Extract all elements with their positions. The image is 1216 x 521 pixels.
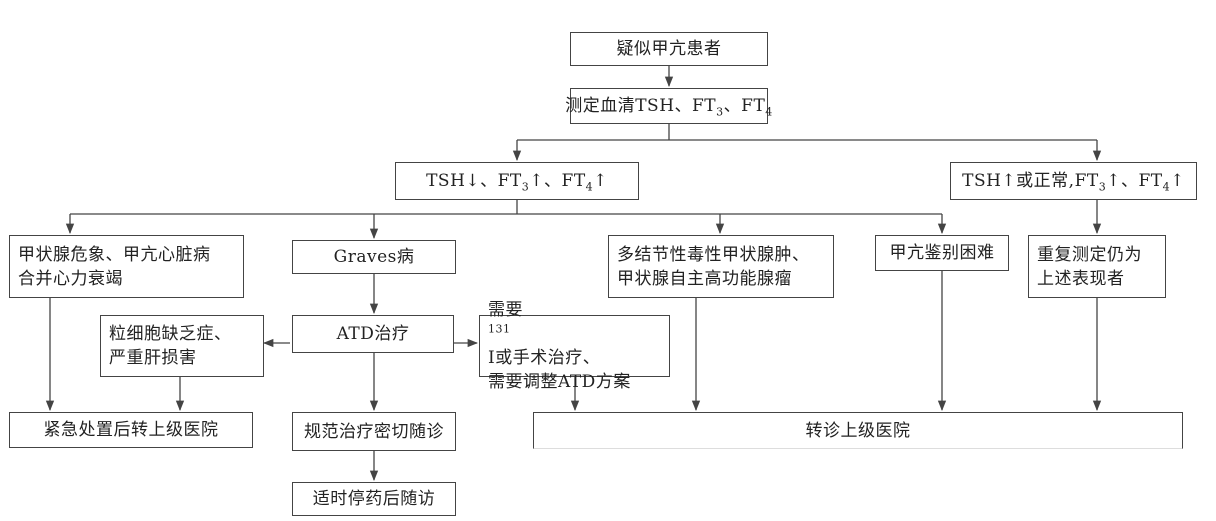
- label-part: ↑、FT: [1106, 171, 1163, 191]
- label-line: 甲状腺自主高功能腺瘤: [617, 268, 792, 289]
- label-part: TSH↑或正常,FT: [962, 171, 1099, 191]
- label-sup: 131: [488, 322, 511, 336]
- node-hard-to-differentiate: 甲亢鉴别困难: [875, 235, 1009, 271]
- label-part: I或手术治疗、: [488, 348, 601, 368]
- node-atd-treatment: ATD治疗: [292, 315, 454, 353]
- node-label: 粒细胞缺乏症、 严重肝损害: [109, 322, 232, 370]
- node-tsh-high-or-normal: TSH↑或正常,FT3↑、FT4↑: [950, 162, 1197, 200]
- node-label: Graves病: [333, 247, 415, 267]
- node-label: 测定血清TSH、FT3、FT4: [565, 94, 773, 118]
- node-tsh-low: TSH↓、FT3↑、FT4↑: [395, 162, 639, 200]
- node-toxic-nodular-goiter: 多结节性毒性甲状腺肿、 甲状腺自主高功能腺瘤: [608, 235, 834, 298]
- node-label: 转诊上级医院: [805, 420, 911, 441]
- label-part: 需要: [488, 300, 523, 320]
- label-line: 多结节性毒性甲状腺肿、: [617, 244, 810, 265]
- node-agranulocytosis: 粒细胞缺乏症、 严重肝损害: [100, 315, 264, 377]
- node-label: 规范治疗密切随诊: [304, 421, 444, 442]
- node-label: 多结节性毒性甲状腺肿、 甲状腺自主高功能腺瘤: [617, 243, 810, 291]
- label-part: ↑: [1170, 171, 1185, 191]
- node-label: 重复测定仍为 上述表现者: [1037, 243, 1142, 291]
- node-repeat-measure: 重复测定仍为 上述表现者: [1028, 235, 1166, 298]
- node-label: 甲亢鉴别困难: [889, 243, 995, 263]
- label-part: 、FT: [723, 96, 766, 116]
- node-label: 紧急处置后转上级医院: [43, 420, 219, 440]
- node-label: 适时停药后随访: [312, 489, 436, 509]
- label-sub: 4: [765, 105, 773, 119]
- node-label: TSH↓、FT3↑、FT4↑: [426, 169, 608, 193]
- node-stop-drug-followup: 适时停药后随访: [292, 482, 456, 516]
- label-part: TSH↓、FT: [426, 171, 522, 191]
- label-line: 甲状腺危象、甲亢心脏病: [18, 244, 211, 265]
- node-refer-higher-hospital: 转诊上级医院: [533, 412, 1183, 449]
- label-part: ↑: [593, 171, 608, 191]
- label-line: 需要调整ATD方案: [488, 372, 631, 392]
- label-sub: 4: [1162, 180, 1171, 194]
- label-sub: 4: [585, 180, 594, 194]
- label-sub: 3: [1098, 180, 1107, 194]
- node-label: 疑似甲亢患者: [616, 39, 722, 59]
- node-label: 甲状腺危象、甲亢心脏病 合并心力衰竭: [18, 243, 211, 291]
- label-part: 测定血清TSH、FT: [565, 96, 717, 116]
- label-line: 上述表现者: [1037, 268, 1125, 289]
- label-sub: 3: [716, 105, 724, 119]
- label-part: ↑、FT: [529, 171, 586, 191]
- node-standard-treatment-followup: 规范治疗密切随诊: [292, 412, 456, 451]
- node-thyroid-crisis: 甲状腺危象、甲亢心脏病 合并心力衰竭: [9, 235, 244, 298]
- node-suspected-hyperthyroid: 疑似甲亢患者: [570, 32, 768, 66]
- node-measure-serum: 测定血清TSH、FT3、FT4: [565, 88, 772, 124]
- node-label: ATD治疗: [336, 324, 410, 344]
- label-line: 严重肝损害: [109, 348, 197, 368]
- label-line: 粒细胞缺乏症、: [109, 324, 232, 344]
- label-line: 重复测定仍为: [1037, 244, 1142, 265]
- node-label: TSH↑或正常,FT3↑、FT4↑: [962, 169, 1185, 193]
- label-sub: 3: [521, 180, 530, 194]
- label-line: 合并心力衰竭: [18, 268, 123, 289]
- node-graves: Graves病: [292, 240, 456, 274]
- node-emergency-then-refer: 紧急处置后转上级医院: [9, 412, 253, 448]
